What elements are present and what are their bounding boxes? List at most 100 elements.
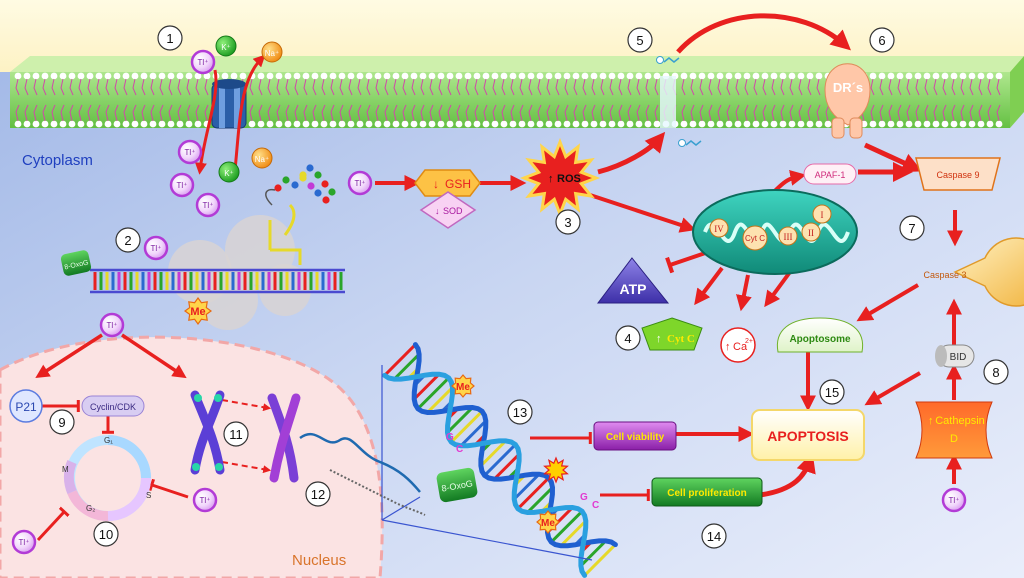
lipid-tail [87, 104, 92, 122]
lipid-tail [357, 78, 362, 96]
amino-acid [299, 171, 307, 179]
amino-acid [307, 182, 315, 190]
lipid-head [437, 72, 445, 80]
lipid-tail [420, 104, 425, 122]
lipid-head [770, 72, 778, 80]
svg-text:10: 10 [99, 527, 113, 542]
mito-to-cytc-arrow [694, 266, 724, 306]
lipid-head [104, 120, 112, 128]
lipid-tail [42, 104, 47, 122]
lipid-tail [366, 104, 371, 122]
lipid-head [608, 120, 616, 128]
step-badge-13: 13 [507, 399, 533, 425]
lipid-head [689, 72, 697, 80]
lipid-tail [735, 104, 740, 122]
svg-text:Tl⁺: Tl⁺ [107, 321, 118, 330]
lipid-head [122, 72, 130, 80]
ion-na-top: Na⁺ [261, 41, 283, 63]
lipid-head [392, 72, 400, 80]
lipid-head [311, 120, 319, 128]
lipid-tail [681, 104, 686, 122]
lipid-head [185, 72, 193, 80]
lipid-tail [510, 104, 515, 122]
lipid-head [32, 120, 40, 128]
svg-text:↑: ↑ [725, 341, 731, 353]
lipid-tail [762, 104, 767, 122]
lipid-head [428, 72, 436, 80]
lipid-tail [996, 78, 1001, 96]
lipid-tail [582, 78, 587, 96]
helix-base-pair [416, 376, 450, 410]
step-badge-14: 14 [701, 523, 727, 549]
lipid-tail [519, 104, 524, 122]
lipid-tail [573, 78, 578, 96]
lipid-tail [204, 104, 209, 122]
svg-text:Tl⁺: Tl⁺ [151, 244, 162, 253]
amino-acid [291, 181, 299, 189]
lipid-head [923, 120, 931, 128]
lipid-tail [816, 104, 821, 122]
bid-box: BID [935, 344, 975, 368]
lipid-tail [294, 104, 299, 122]
lipid-head [41, 120, 49, 128]
lipid-head [518, 72, 526, 80]
lipid-tail [519, 78, 524, 96]
lipid-head [743, 120, 751, 128]
lipid-head [806, 120, 814, 128]
lipid-tail [942, 78, 947, 96]
lipid-tail [249, 78, 254, 96]
lipid-head [23, 120, 31, 128]
lipid-tail [483, 78, 488, 96]
lipid-tail [501, 78, 506, 96]
step-badge-11: 11 [223, 421, 249, 447]
thallium-ion: Tl⁺ [177, 139, 203, 165]
lipid-tail [744, 78, 749, 96]
oxog-lesion-helix: 8-OxoG [436, 467, 478, 503]
svg-text:Apoptosome: Apoptosome [789, 334, 851, 345]
step-badge-10: 10 [93, 521, 119, 547]
svg-text:8-OxoG: 8-OxoG [64, 259, 89, 271]
lipid-head [275, 120, 283, 128]
lipid-head [761, 72, 769, 80]
lipid-tail [771, 78, 776, 96]
lipid-head [581, 72, 589, 80]
thallium-ion: Tl⁺ [99, 312, 125, 338]
lipid-tail [348, 78, 353, 96]
cytoplasm-label: Cytoplasm [22, 152, 93, 169]
lipid-tail [942, 104, 947, 122]
base-g-bottom: G [580, 492, 588, 503]
lipid-head [302, 120, 310, 128]
ion-flux-arrow-out [233, 54, 266, 171]
lipid-head [779, 72, 787, 80]
svg-text:Me: Me [456, 382, 470, 393]
svg-text:I: I [821, 210, 824, 220]
svg-text:Cell proliferation: Cell proliferation [667, 488, 746, 499]
lipid-head [896, 72, 904, 80]
lipid-head [617, 72, 625, 80]
lipid-tail [15, 104, 20, 122]
lipid-tail [627, 78, 632, 96]
methyl-group-top: Me [183, 296, 213, 326]
svg-text:Cell viability: Cell viability [606, 432, 665, 443]
lipid-tail [402, 78, 407, 96]
svg-text:G₂: G₂ [86, 504, 95, 513]
lipid-tail [645, 78, 650, 96]
lipid-head [347, 120, 355, 128]
lipid-head [644, 72, 652, 80]
polypeptide-link [265, 188, 276, 206]
lipid-tail [564, 78, 569, 96]
nucleus-label: Nucleus [292, 552, 346, 569]
helix-base-pair [483, 443, 517, 477]
lipid-head [23, 72, 31, 80]
lipid-head [500, 120, 508, 128]
lipid-head [932, 120, 940, 128]
lipid-tail [195, 78, 200, 96]
lipid-head [590, 120, 598, 128]
step-badge-7: 7 [899, 215, 925, 241]
lipid-head [176, 72, 184, 80]
svg-text:APAF-1: APAF-1 [815, 170, 846, 180]
lipid-tail [294, 78, 299, 96]
lipid-tail [321, 104, 326, 122]
svg-text:2+: 2+ [745, 338, 753, 345]
step-badge-4: 4 [615, 325, 641, 351]
